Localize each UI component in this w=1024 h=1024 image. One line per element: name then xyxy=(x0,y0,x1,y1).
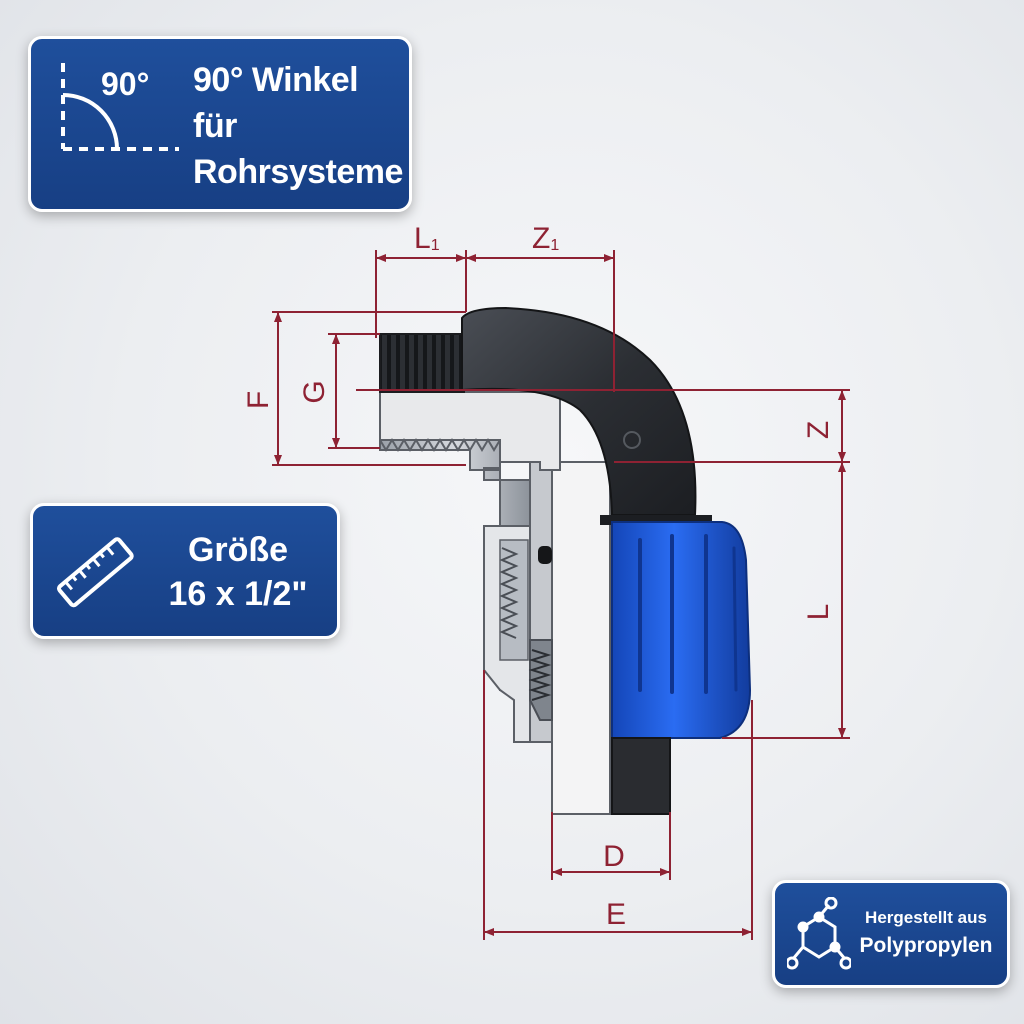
angle-title-line-3: Rohrsysteme xyxy=(193,153,403,191)
dimension-lines xyxy=(272,250,850,940)
material-text: Hergestellt aus Polypropylen xyxy=(851,905,1001,961)
elbow-marking xyxy=(623,431,641,449)
fitting-section xyxy=(379,391,611,815)
molecule-icon xyxy=(787,897,851,970)
dim-label-z1: Z1 xyxy=(532,222,559,255)
dim-label-z1-sub: 1 xyxy=(550,237,559,254)
material-value: Polypropylen xyxy=(859,934,993,957)
angle-icon-label: 90° xyxy=(101,66,149,102)
dim-label-d: D xyxy=(603,840,625,873)
pipe-stub xyxy=(611,737,671,815)
dim-label-l1-main: L xyxy=(414,222,431,255)
dimension-arrows xyxy=(274,254,846,936)
male-thread xyxy=(379,333,465,393)
dim-label-f: F xyxy=(242,391,275,409)
elbow-body xyxy=(461,306,697,516)
angle-title: 90° Winkel für Rohrsysteme xyxy=(193,57,403,195)
size-value: 16 x 1/2" xyxy=(168,575,308,613)
compression-nut xyxy=(611,521,752,739)
dim-label-z: Z xyxy=(802,421,835,439)
dim-label-l: L xyxy=(802,604,835,621)
dim-label-e: E xyxy=(606,898,626,931)
ruler-icon xyxy=(56,537,134,608)
dim-label-g: G xyxy=(298,380,331,403)
size-text: Größe 16 x 1/2" xyxy=(143,528,333,616)
angle-title-line-1: 90° Winkel xyxy=(193,61,359,99)
dim-label-z1-main: Z xyxy=(532,222,550,255)
material-badge: Hergestellt aus Polypropylen xyxy=(772,880,1010,988)
angle-icon: 90° xyxy=(61,63,179,151)
size-badge: Größe 16 x 1/2" xyxy=(30,503,340,639)
dim-label-l1-sub: 1 xyxy=(431,237,440,254)
size-label: Größe xyxy=(187,531,289,569)
dim-label-l1: L1 xyxy=(414,222,440,255)
material-label: Hergestellt aus xyxy=(865,908,987,927)
angle-title-line-2: für xyxy=(193,107,237,145)
angle-badge: 90° 90° Winkel für Rohrsysteme xyxy=(28,36,412,212)
